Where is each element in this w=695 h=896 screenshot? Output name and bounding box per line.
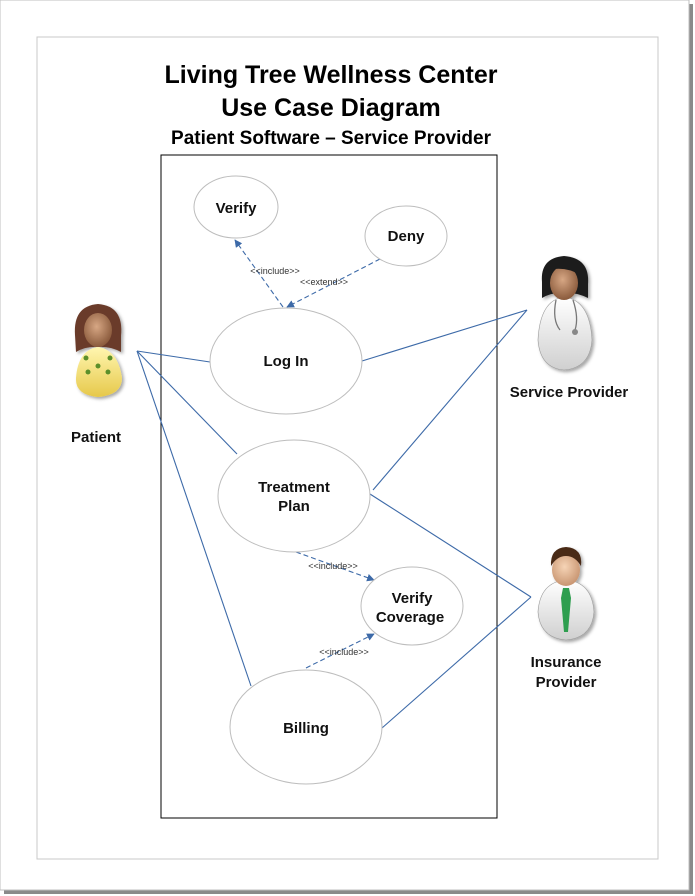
use-case-verify-coverage-label-line2: Coverage <box>376 609 444 626</box>
insurance-provider-label-line1: Insurance <box>531 654 602 671</box>
billing-include-coverage-arrow <box>305 633 375 669</box>
dependency-arrows <box>234 239 381 669</box>
businessman-icon <box>537 547 595 641</box>
deny-extend-login-arrow <box>286 258 381 308</box>
use-case-verify-shape <box>193 175 279 239</box>
association-lines <box>136 309 532 729</box>
login-include-verify-arrow <box>234 239 284 308</box>
page-frame <box>36 36 659 860</box>
use-case-verify-coverage[interactable]: Verify Coverage <box>360 566 464 646</box>
doctor-icon <box>537 256 593 371</box>
system-boundary <box>160 154 498 819</box>
use-case-deny[interactable]: Deny <box>364 205 448 267</box>
use-case-billing[interactable]: Billing <box>229 669 383 785</box>
use-case-billing-shape <box>229 669 383 785</box>
assoc-provider-login <box>361 309 528 362</box>
assoc-insurance-treatment <box>369 493 532 598</box>
patient-label: Patient <box>71 429 121 446</box>
use-case-deny-shape <box>364 205 448 267</box>
assoc-insurance-billing <box>381 596 532 729</box>
assoc-patient-treatment <box>136 350 238 455</box>
use-case-billing-label: Billing <box>283 720 329 737</box>
use-case-verify-coverage-shape <box>360 566 464 646</box>
use-case-verify-coverage-label-line1: Verify <box>392 590 434 607</box>
patient-icon <box>74 304 122 397</box>
use-case-login[interactable]: Log In <box>209 307 363 415</box>
diagram-subtitle: Patient Software – Service Provider <box>171 128 492 149</box>
assoc-patient-billing <box>136 350 252 687</box>
billing-include-label: <<include>> <box>319 647 369 657</box>
actor-insurance-provider[interactable]: Insurance Provider <box>531 547 602 691</box>
insurance-provider-label-line2: Provider <box>536 674 597 691</box>
use-case-treatment-plan[interactable]: Treatment Plan <box>217 439 371 553</box>
use-case-deny-label: Deny <box>388 228 425 245</box>
use-case-login-shape <box>209 307 363 415</box>
use-case-login-label: Log In <box>264 353 309 370</box>
use-case-verify-label: Verify <box>216 200 258 217</box>
login-include-label: <<include>> <box>250 266 300 276</box>
assoc-patient-login <box>136 350 211 363</box>
service-provider-label: Service Provider <box>510 384 629 401</box>
diagram-title-line1: Living Tree Wellness Center <box>165 61 498 89</box>
treatment-include-coverage-arrow <box>295 551 375 582</box>
login-extend-label: <<extend>> <box>300 277 348 287</box>
use-case-treatment-plan-shape <box>217 439 371 553</box>
treatment-include-label: <<include>> <box>308 561 358 571</box>
use-case-verify[interactable]: Verify <box>193 175 279 239</box>
actor-patient[interactable]: Patient <box>71 304 122 446</box>
assoc-provider-treatment <box>372 309 528 491</box>
actor-service-provider[interactable]: Service Provider <box>510 256 629 401</box>
use-case-treatment-plan-label-line2: Plan <box>278 498 310 515</box>
diagram-title-line2: Use Case Diagram <box>221 94 441 122</box>
use-case-treatment-plan-label-line1: Treatment <box>258 479 330 496</box>
